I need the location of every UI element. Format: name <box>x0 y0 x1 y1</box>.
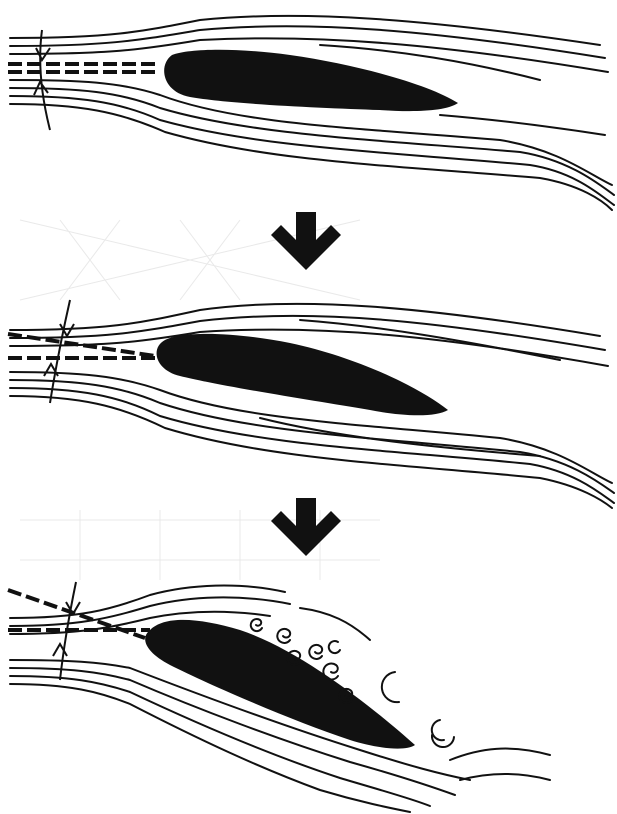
vortex <box>251 619 262 631</box>
streamline <box>10 104 612 210</box>
angle-of-attack-arc <box>50 300 70 403</box>
streamline <box>10 96 614 205</box>
streamline <box>10 597 290 626</box>
streamlines <box>10 16 614 210</box>
stage-2 <box>8 300 614 508</box>
stage-1 <box>8 16 614 210</box>
streamline <box>440 115 605 135</box>
streamline <box>10 16 600 45</box>
down-arrow-icon <box>271 212 341 270</box>
vortex <box>329 641 340 653</box>
vortex <box>382 672 399 702</box>
down-arrow-icon <box>271 498 341 556</box>
airfoil <box>145 620 415 749</box>
vortex <box>309 645 322 659</box>
streamline <box>460 774 550 780</box>
vortex <box>323 664 338 680</box>
streamline <box>300 608 370 640</box>
vortex <box>432 720 454 747</box>
streamline <box>10 26 605 58</box>
vortex <box>277 629 290 643</box>
airfoil <box>164 50 458 111</box>
streamlines <box>10 304 614 508</box>
streamline <box>450 749 550 760</box>
stage-3 <box>8 582 550 812</box>
